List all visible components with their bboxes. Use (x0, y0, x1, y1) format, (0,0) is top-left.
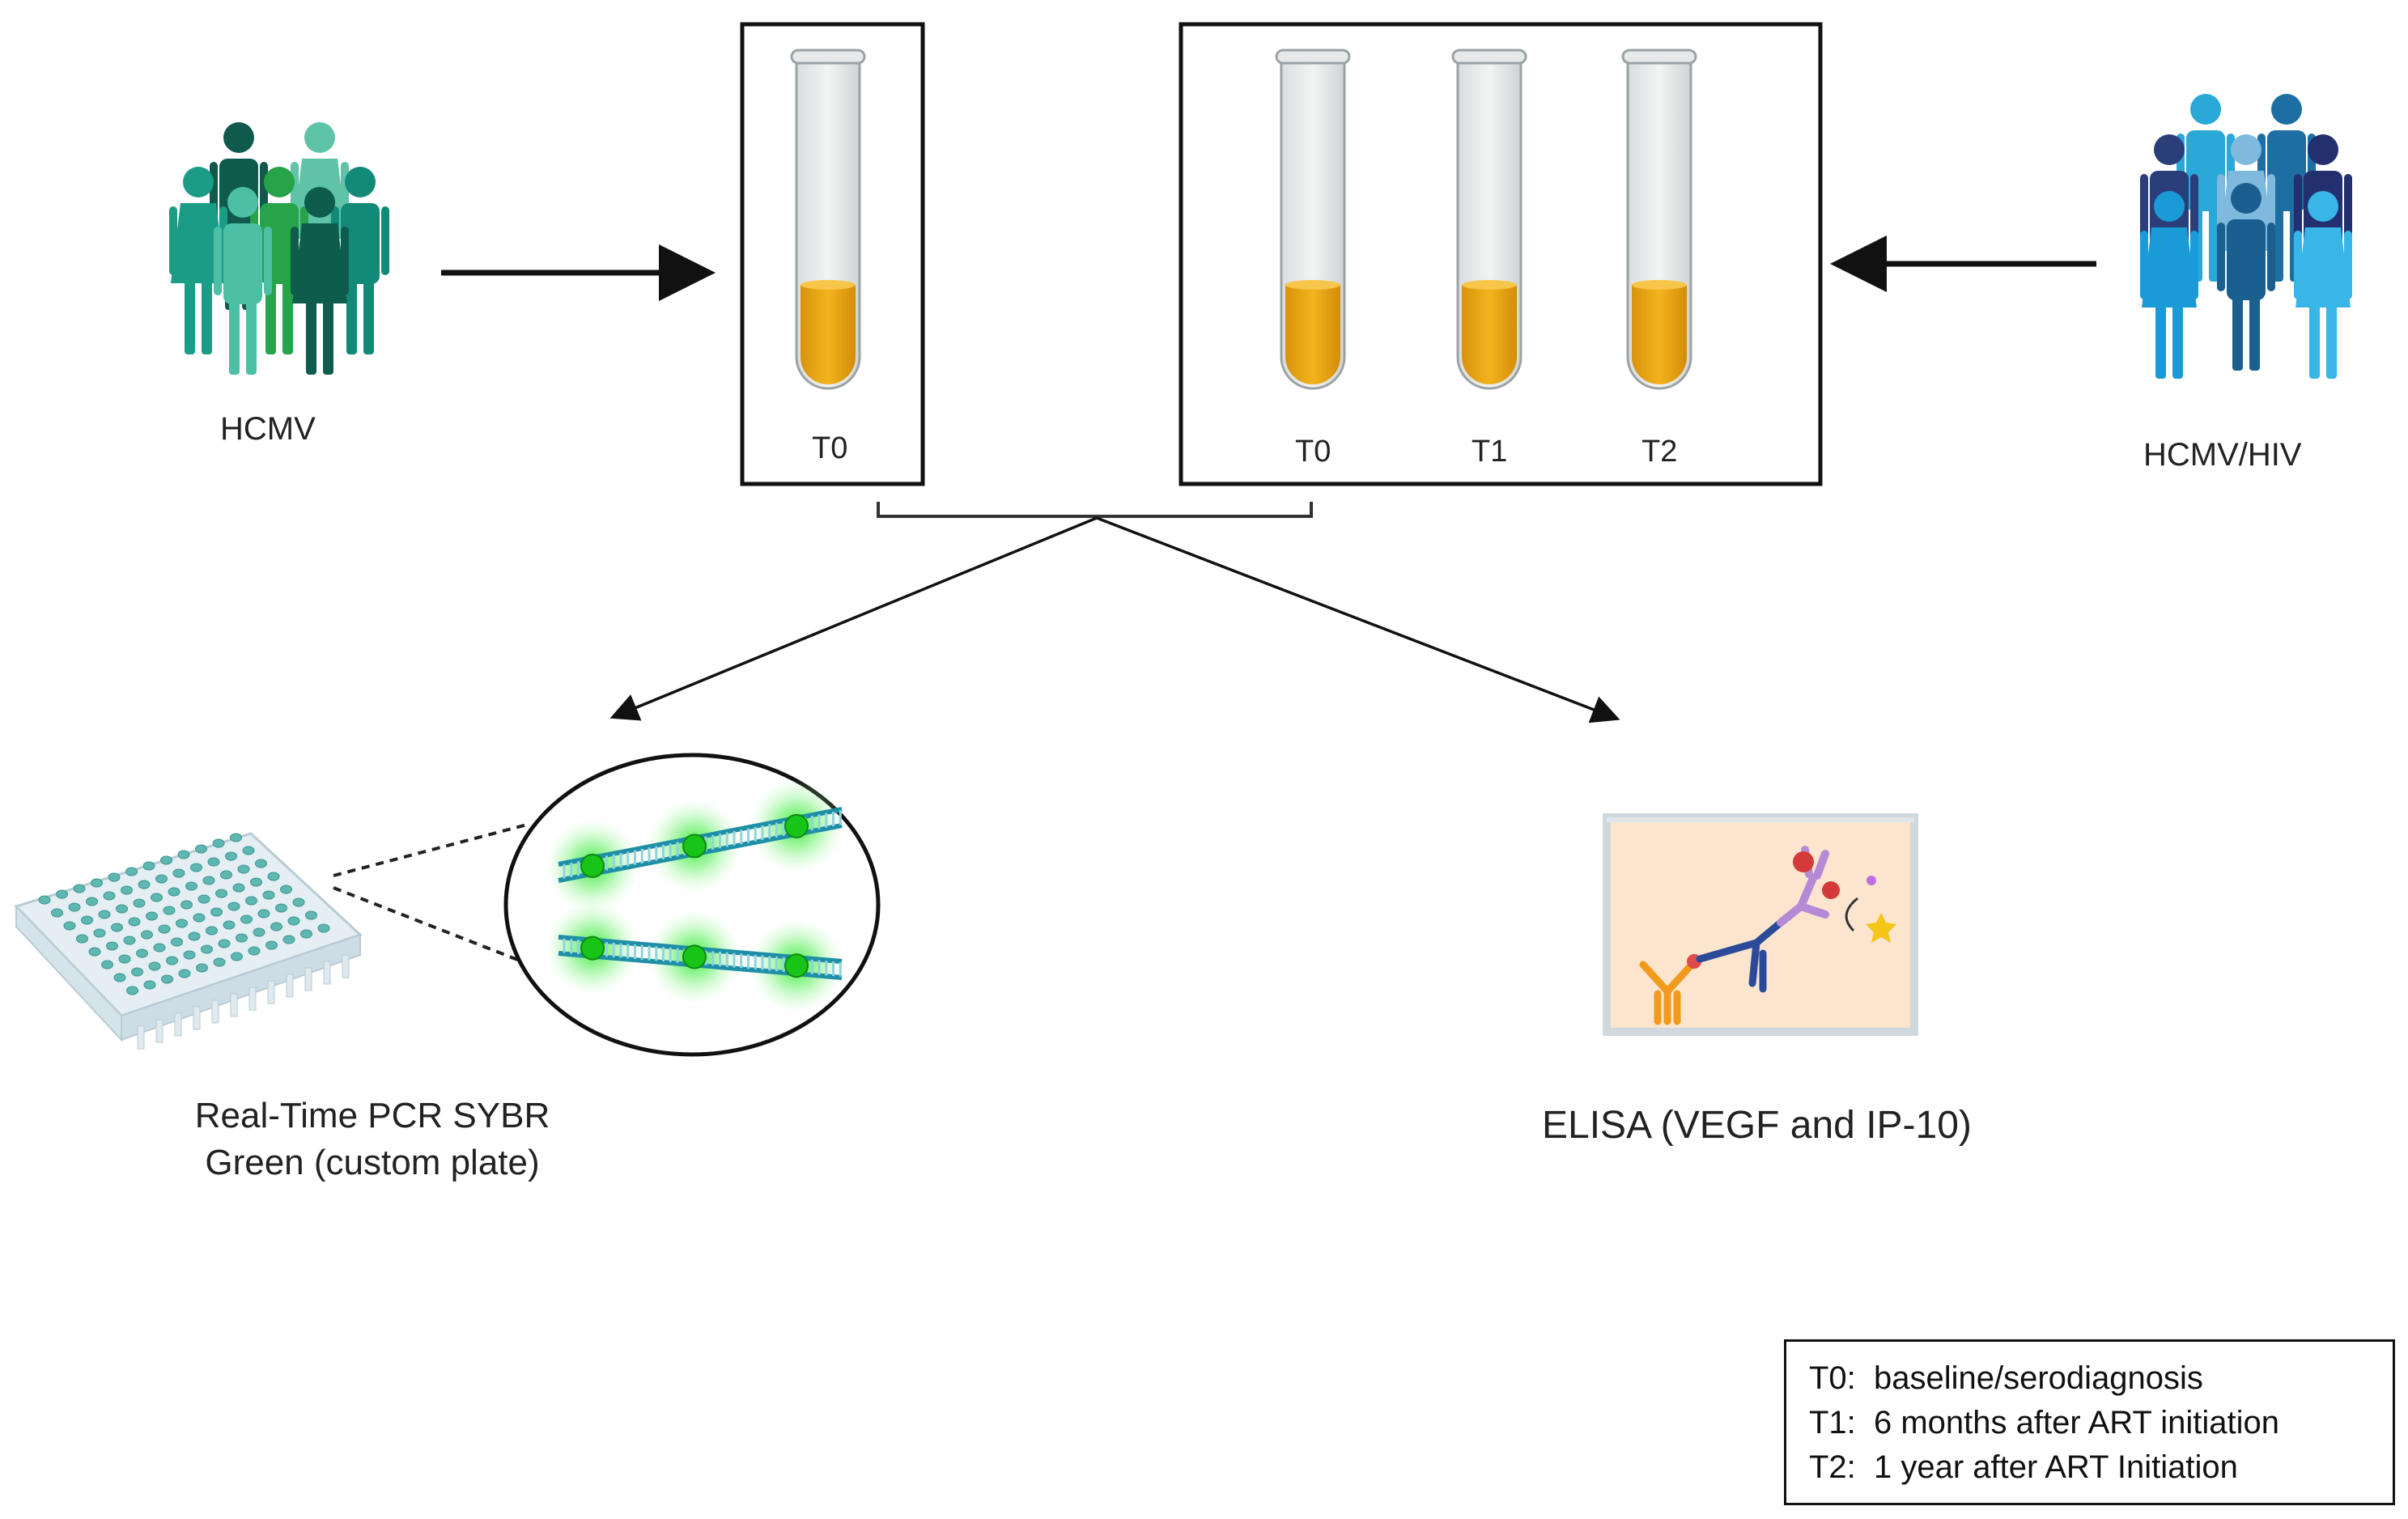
timepoint-legend: T0: baseline/serodiagnosis T1: 6 months af… (1784, 1339, 2395, 1505)
tube-left-t0 (790, 49, 866, 390)
pcr-plate-icon (14, 832, 363, 1050)
group-label-hcmv-hiv: HCMV/HIV (2143, 437, 2302, 473)
tube-box-hcmv-hiv (1179, 22, 1823, 486)
pcr-label-line2: Green (custom plate) (205, 1143, 540, 1182)
elisa-well-icon (1603, 813, 1918, 1036)
person-icon (214, 187, 272, 375)
arrow-to-pcr (609, 516, 1098, 721)
tube-label-right-t0: T0 (1295, 435, 1331, 469)
pcr-method-label: Real-Time PCR SYBR Green (custom plate) (146, 1093, 599, 1186)
person-icon (2294, 191, 2352, 379)
tube-label-right-t2: T2 (1641, 435, 1678, 469)
tube-right-t0 (1275, 49, 1351, 390)
person-icon (291, 187, 349, 375)
zoom-line-top (333, 822, 531, 877)
zoom-line-bottom (333, 886, 531, 966)
group-label-hcmv: HCMV (220, 411, 316, 447)
tube-label-left-t0: T0 (812, 431, 848, 465)
person-icon (2217, 183, 2275, 371)
arrow-to-elisa (1096, 516, 1620, 723)
tube-right-t1 (1451, 49, 1527, 390)
legend-text: 6 months after ART initiation (1874, 1405, 2280, 1441)
hcmv-hiv-people-icon (2140, 94, 2352, 379)
legend-key: T1: (1809, 1405, 1856, 1441)
person-icon (2140, 191, 2198, 379)
legend-key: T0: (1809, 1360, 1856, 1396)
pcr-label-line1: Real-Time PCR SYBR (194, 1096, 550, 1135)
legend-item-t0: T0: baseline/serodiagnosis (1809, 1356, 2393, 1401)
legend-item-t1: T1: 6 months after ART initiation (1809, 1401, 2393, 1445)
sample-bracket (877, 502, 1313, 518)
person-icon (169, 167, 227, 354)
hcmv-people-icon (169, 122, 389, 375)
sybr-dna-zoom-icon (503, 753, 881, 1057)
blood-tubes (790, 49, 1697, 390)
tube-right-t2 (1621, 49, 1697, 390)
tube-label-right-t1: T1 (1472, 435, 1508, 469)
legend-text: baseline/serodiagnosis (1874, 1360, 2203, 1396)
legend-text: 1 year after ART Initiation (1874, 1449, 2238, 1485)
legend-key: T2: (1809, 1449, 1856, 1485)
tube-box-hcmv (740, 22, 925, 486)
elisa-method-label: ELISA (VEGF and IP-10) (1542, 1104, 1972, 1147)
legend-item-t2: T2: 1 year after ART Initiation (1809, 1445, 2393, 1490)
